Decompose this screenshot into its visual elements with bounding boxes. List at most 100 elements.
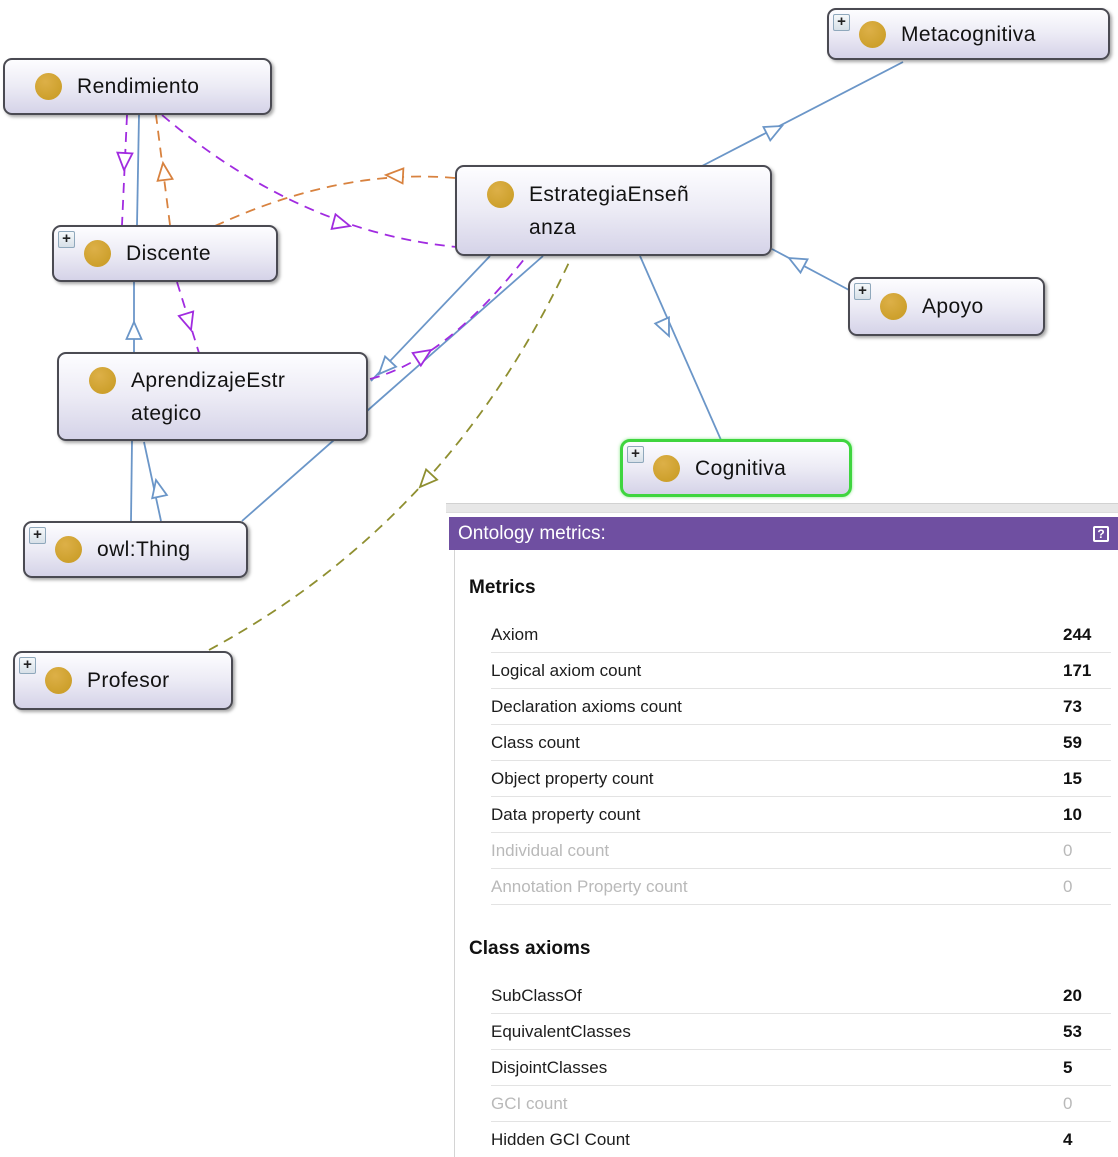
class-icon xyxy=(859,20,886,48)
node-label: Cognitiva xyxy=(695,456,787,480)
metric-label: Class count xyxy=(491,732,580,752)
metric-label: EquivalentClasses xyxy=(491,1021,631,1041)
metric-row: GCI count 0 xyxy=(491,1086,1111,1122)
metric-row: Data property count 10 xyxy=(491,797,1111,833)
edge-rendimiento-estrategia-purple xyxy=(161,114,458,248)
node-label: EstrategiaEnseñ anza xyxy=(529,182,690,239)
edge-aprendizaje-owlthing xyxy=(130,440,133,522)
node-metacognitiva[interactable]: + Metacognitiva xyxy=(827,8,1110,60)
arrowhead xyxy=(177,310,200,334)
metric-row: Class count 59 xyxy=(491,725,1111,761)
metric-row: DisjointClasses 5 xyxy=(491,1050,1111,1086)
metric-value: 4 xyxy=(1063,1129,1073,1149)
expand-icon[interactable]: + xyxy=(627,446,644,463)
node-label: AprendizajeEstr ategico xyxy=(131,368,286,425)
metric-label: Hidden GCI Count xyxy=(491,1129,630,1149)
section-heading: Metrics xyxy=(469,577,536,598)
class-icon xyxy=(653,454,680,482)
edge-rendimiento-discente xyxy=(136,114,140,226)
metric-label: Axiom xyxy=(491,624,539,644)
metric-label: DisjointClasses xyxy=(491,1057,608,1077)
metric-value: 59 xyxy=(1063,732,1082,752)
arrowhead xyxy=(125,321,143,340)
edge-estrategia-metacognitiva xyxy=(701,61,904,167)
metric-row: Axiom 244 xyxy=(491,617,1111,653)
metric-label: Data property count xyxy=(491,804,641,824)
metric-value: 244 xyxy=(1063,624,1092,644)
edge-profesor-estrategia-olive xyxy=(208,257,572,651)
metric-row: Object property count 15 xyxy=(491,761,1111,797)
metric-label: Object property count xyxy=(491,768,654,788)
node-cognitiva[interactable]: + Cognitiva xyxy=(620,439,852,497)
class-icon xyxy=(84,240,111,267)
edge-owlthing-estrategia xyxy=(241,255,544,522)
metric-row: EquivalentClasses 53 xyxy=(491,1014,1111,1050)
node-label: owl:Thing xyxy=(97,538,191,561)
edge-aprendizaje-estrategia-purple xyxy=(369,257,526,380)
arrowhead xyxy=(115,151,134,172)
edge-apoyo-estrategia xyxy=(771,248,850,291)
expand-icon[interactable]: + xyxy=(854,283,871,300)
node-label: Apoyo xyxy=(922,295,984,318)
panel-title: Ontology metrics: xyxy=(458,522,606,544)
class-icon xyxy=(45,667,72,694)
metric-row: Declaration axioms count 73 xyxy=(491,689,1111,725)
arrowhead xyxy=(762,118,787,142)
node-aprendizaje-estrategico[interactable]: AprendizajeEstr ategico xyxy=(57,352,368,441)
metric-label: GCI count xyxy=(491,1093,568,1113)
arrowhead xyxy=(147,477,168,500)
metric-label: Individual count xyxy=(491,840,610,860)
node-profesor[interactable]: + Profesor xyxy=(13,651,233,710)
node-label: Rendimiento xyxy=(77,75,200,98)
node-estrategia-ensenanza[interactable]: EstrategiaEnseñ anza xyxy=(455,165,772,256)
section-heading: Class axioms xyxy=(469,938,591,959)
metric-value: 73 xyxy=(1063,696,1082,716)
help-icon[interactable]: ? xyxy=(1093,525,1109,542)
edge-owlthing-aprendizaje xyxy=(143,441,162,522)
class-icon xyxy=(89,366,116,394)
metric-value: 10 xyxy=(1063,804,1082,824)
expand-icon[interactable]: + xyxy=(833,14,850,31)
metric-value: 20 xyxy=(1063,985,1082,1005)
node-label: Profesor xyxy=(87,669,170,692)
metric-label: Declaration axioms count xyxy=(491,696,682,716)
node-discente[interactable]: + Discente xyxy=(52,225,278,282)
node-rendimiento[interactable]: Rendimiento xyxy=(3,58,272,115)
panel-splitter[interactable] xyxy=(446,503,1118,513)
metric-label: SubClassOf xyxy=(491,985,582,1005)
metric-value: 53 xyxy=(1063,1021,1082,1041)
arrowhead xyxy=(154,161,174,182)
metric-value: 0 xyxy=(1063,840,1073,860)
edge-estrategia-aprendizaje xyxy=(370,255,491,382)
edge-estrategia-cognitiva xyxy=(639,255,722,441)
node-label: Discente xyxy=(126,242,211,265)
panel-header: Ontology metrics: ? xyxy=(449,517,1118,550)
edge-estrategia-discente-orange xyxy=(214,175,456,227)
expand-icon[interactable]: + xyxy=(19,657,36,674)
node-owl-thing[interactable]: + owl:Thing xyxy=(23,521,248,578)
expand-icon[interactable]: + xyxy=(29,527,46,544)
arrowhead xyxy=(330,213,353,235)
metric-label: Logical axiom count xyxy=(491,660,642,680)
node-apoyo[interactable]: + Apoyo xyxy=(848,277,1045,336)
metric-value: 5 xyxy=(1063,1057,1073,1077)
class-icon xyxy=(35,73,62,100)
node-label: Metacognitiva xyxy=(901,22,1036,46)
metric-value: 171 xyxy=(1063,660,1092,680)
class-icon xyxy=(880,293,907,320)
class-icon xyxy=(55,536,82,563)
metric-row: Hidden GCI Count 4 xyxy=(491,1122,1111,1157)
metric-row: SubClassOf 20 xyxy=(491,978,1111,1014)
arrowhead xyxy=(784,250,809,274)
arrowhead xyxy=(413,468,438,494)
metric-value: 0 xyxy=(1063,1093,1073,1113)
metric-value: 0 xyxy=(1063,876,1073,896)
arrowhead xyxy=(384,166,405,185)
metric-value: 15 xyxy=(1063,768,1082,788)
class-icon xyxy=(487,180,514,208)
expand-icon[interactable]: + xyxy=(58,231,75,248)
